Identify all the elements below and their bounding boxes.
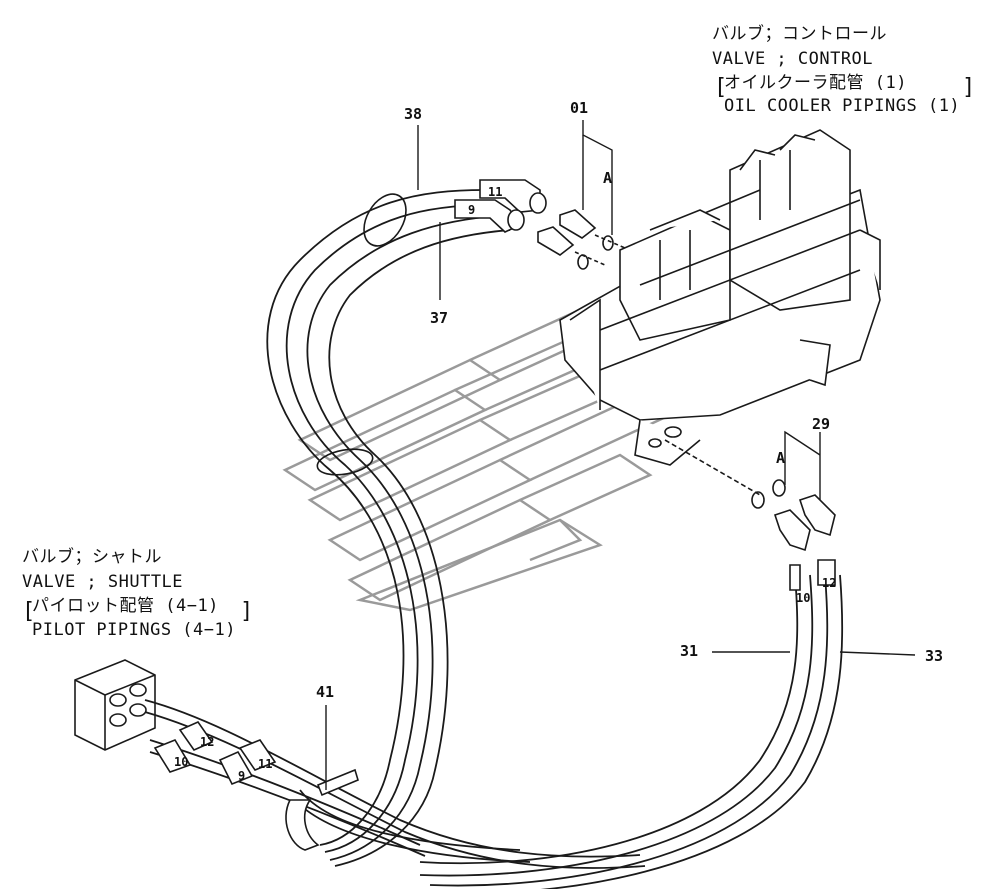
callout-38: 38 bbox=[404, 105, 423, 123]
fitting-label-9-top: 9 bbox=[468, 203, 476, 217]
shuttle-valve-title-en: VALVE ; SHUTTLE bbox=[22, 572, 184, 592]
hose-sleeve-icon bbox=[316, 193, 407, 476]
callout-31: 31 bbox=[680, 642, 699, 660]
fitting-label-12-left: 12 bbox=[200, 735, 215, 749]
hose-clamp-icon bbox=[285, 768, 359, 851]
adapter-fittings-01 bbox=[537, 209, 626, 270]
fitting-label-12-right: 12 bbox=[822, 576, 837, 590]
control-valve-sub-en: OIL COOLER PIPINGS (1) bbox=[724, 96, 961, 116]
control-valve-icon bbox=[559, 129, 881, 466]
fitting-label-10-left: 10 bbox=[174, 755, 189, 769]
callout-37: 37 bbox=[430, 309, 449, 327]
control-valve-sub-ja: オイルクーラ配管 (1) bbox=[724, 73, 907, 93]
shuttle-valve-icon bbox=[74, 659, 156, 751]
control-valve-title-en: VALVE ; CONTROL bbox=[712, 49, 874, 69]
left-fittings bbox=[153, 721, 277, 786]
fitting-label-11-left: 11 bbox=[258, 757, 273, 771]
hose-lines bbox=[144, 189, 844, 889]
fitting-label-11-top: 11 bbox=[488, 185, 503, 199]
bracket-left-shuttle: [ bbox=[22, 599, 36, 624]
shuttle-valve-title-ja: バルブ；シャトル bbox=[22, 547, 162, 567]
shuttle-valve-sub-en: PILOT PIPINGS (4−1) bbox=[32, 620, 236, 640]
control-valve-title-ja: バルブ；コントロール bbox=[712, 24, 887, 44]
adapter-fittings-29 bbox=[664, 439, 836, 591]
callout-a-right: A bbox=[776, 449, 786, 467]
fitting-label-10-right: 10 bbox=[796, 591, 811, 605]
callout-29: 29 bbox=[812, 415, 831, 433]
bracket-right-shuttle: ] bbox=[240, 599, 254, 624]
bracket-left-top: [ bbox=[714, 75, 728, 100]
callout-41: 41 bbox=[316, 683, 335, 701]
fitting-label-9-left: 9 bbox=[238, 769, 246, 783]
shuttle-valve-sub-ja: パイロット配管 (4−1) bbox=[32, 596, 219, 616]
callout-a-top: A bbox=[603, 169, 613, 187]
bracket-right-top: ] bbox=[962, 75, 976, 100]
top-fittings bbox=[454, 179, 547, 233]
callout-33: 33 bbox=[925, 647, 944, 665]
leader-lines bbox=[325, 120, 916, 790]
callout-01: 01 bbox=[570, 99, 589, 117]
